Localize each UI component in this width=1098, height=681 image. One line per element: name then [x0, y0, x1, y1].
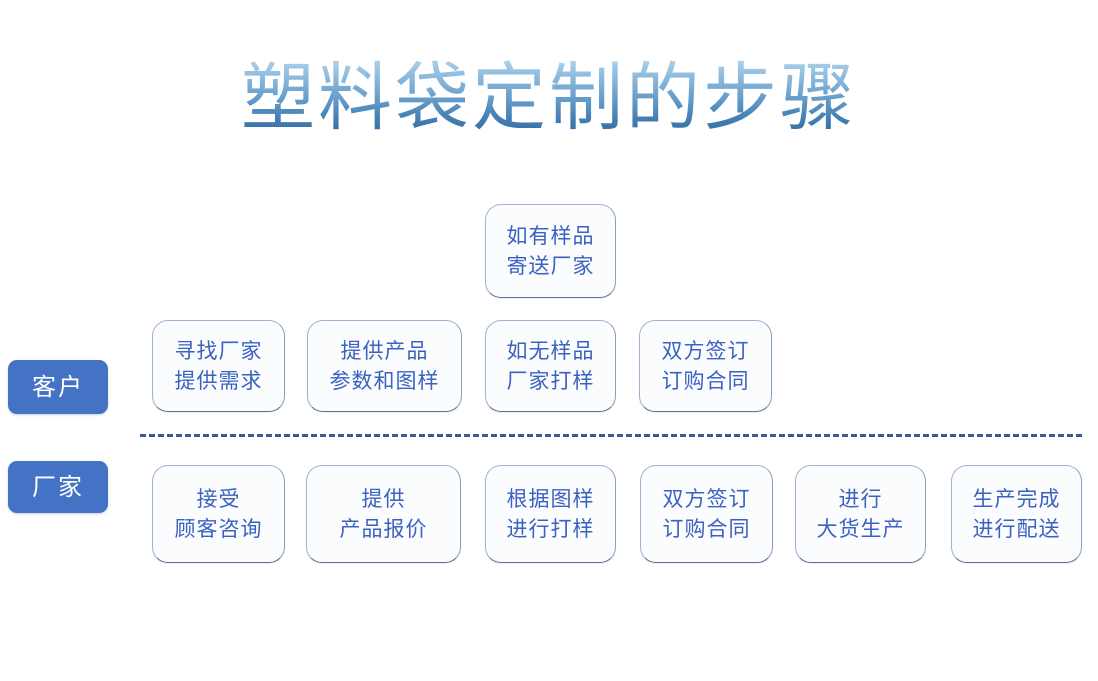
process-box-line: 提供: [361, 487, 406, 511]
process-box-line: 进行打样: [506, 517, 595, 541]
role-label-customer[interactable]: 客户: [8, 360, 108, 414]
process-box-factory-4[interactable]: 双方签订 订购合同: [640, 465, 773, 563]
process-box-customer-4[interactable]: 双方签订 订购合同: [639, 320, 772, 412]
process-box-customer-3[interactable]: 如无样品 厂家打样: [485, 320, 616, 412]
title-reflection-clip: 塑料袋定制的步骤: [0, 144, 1098, 196]
process-box-line: 顾客咨询: [174, 517, 263, 541]
process-box-factory-1[interactable]: 接受 顾客咨询: [152, 465, 285, 563]
process-box-line: 进行配送: [972, 517, 1061, 541]
process-box-line: 厂家打样: [506, 369, 595, 393]
process-box-line: 寄送厂家: [506, 254, 595, 278]
slide-title-block: 塑料袋定制的步骤 塑料袋定制的步骤: [0, 52, 1098, 182]
swimlane-divider: [140, 434, 1082, 437]
process-box-line: 接受: [196, 487, 241, 511]
process-box-line: 提供产品: [340, 339, 429, 363]
process-box-line: 根据图样: [506, 487, 595, 511]
process-box-line: 寻找厂家: [174, 339, 263, 363]
process-box-factory-6[interactable]: 生产完成 进行配送: [951, 465, 1082, 563]
process-box-line: 参数和图样: [329, 369, 440, 393]
process-box-line: 双方签订: [662, 487, 751, 511]
process-box-line: 双方签订: [661, 339, 750, 363]
process-box-line: 提供需求: [174, 369, 263, 393]
process-box-line: 产品报价: [339, 517, 428, 541]
process-box-factory-5[interactable]: 进行 大货生产: [795, 465, 926, 563]
process-box-line: 生产完成: [972, 487, 1061, 511]
process-box-line: 大货生产: [816, 517, 905, 541]
process-box-line: 如无样品: [506, 339, 595, 363]
process-box-factory-2[interactable]: 提供 产品报价: [306, 465, 461, 563]
process-box-customer-1[interactable]: 寻找厂家 提供需求: [152, 320, 285, 412]
process-box-branch-sample[interactable]: 如有样品 寄送厂家: [485, 204, 616, 298]
page-title: 塑料袋定制的步骤: [0, 52, 1098, 144]
process-box-line: 订购合同: [661, 369, 750, 393]
process-box-line: 进行: [838, 487, 883, 511]
process-box-customer-2[interactable]: 提供产品 参数和图样: [307, 320, 462, 412]
role-label-factory[interactable]: 厂家: [8, 461, 108, 513]
process-box-factory-3[interactable]: 根据图样 进行打样: [485, 465, 616, 563]
process-box-line: 订购合同: [662, 517, 751, 541]
process-box-line: 如有样品: [506, 224, 595, 248]
